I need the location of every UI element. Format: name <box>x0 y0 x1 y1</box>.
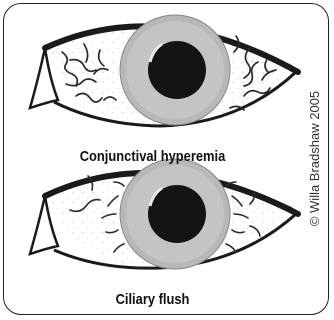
copyright-notice: © Willa Bradshaw 2005 <box>305 8 325 308</box>
caption-conjunctival-hyperemia: Conjunctival hyperemia <box>21 148 283 165</box>
caption-ciliary-flush: Ciliary flush <box>21 291 283 308</box>
eye-ciliary-flush <box>30 159 298 269</box>
eye-conjunctival-hyperemia <box>30 15 298 126</box>
copyright-text: © Willa Bradshaw 2005 <box>308 90 323 225</box>
